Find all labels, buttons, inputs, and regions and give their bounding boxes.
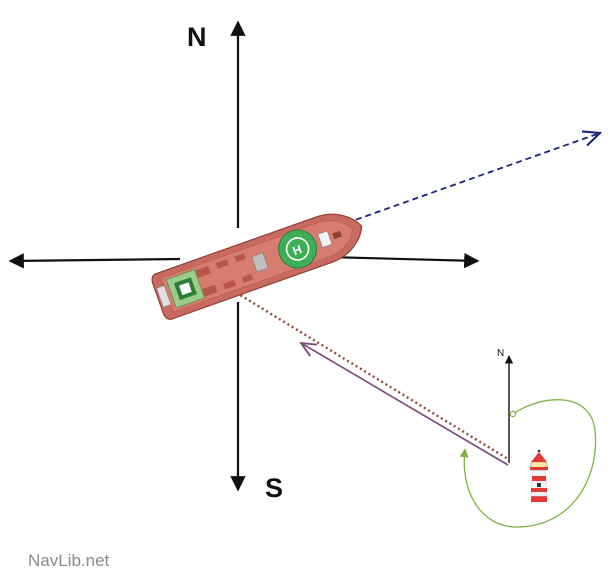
bearing-arc: [459, 399, 597, 528]
site-credit: NavLib.net: [28, 551, 110, 570]
lighthouse-north-label: N: [497, 348, 504, 359]
bearing-solid-arrow: [301, 343, 509, 466]
course-line: [157, 133, 600, 291]
south-label: S: [265, 473, 283, 503]
ship-icon: H: [151, 213, 363, 320]
east-axis-arrow: [326, 252, 480, 269]
lighthouse-icon: [530, 449, 548, 502]
compass-axes: [8, 20, 480, 492]
bearing-arc-start-dot: [509, 410, 517, 418]
bearing-dotted-line: [231, 288, 509, 461]
north-label: N: [187, 22, 207, 52]
west-axis-arrow: [8, 253, 181, 269]
